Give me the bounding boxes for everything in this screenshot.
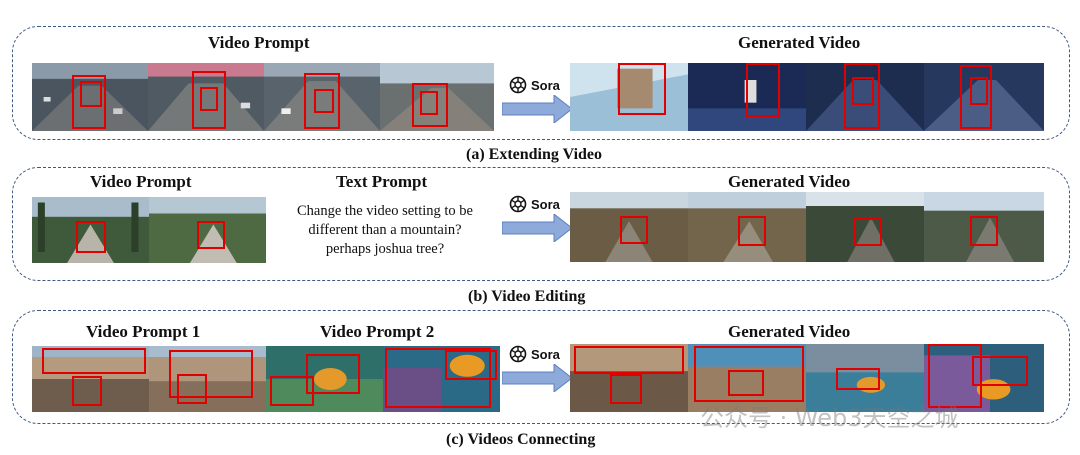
frame-coral-2 — [383, 346, 500, 412]
frame-gen-a1 — [570, 63, 688, 131]
frame-gen-b2 — [688, 192, 806, 262]
bounding-box — [844, 63, 880, 129]
bounding-box — [306, 354, 360, 394]
text-prompt-line: different than a mountain? — [308, 222, 462, 238]
bounding-box — [728, 370, 764, 396]
text-prompt-line: Change the video setting to be — [297, 203, 473, 219]
bounding-box — [72, 376, 102, 406]
bounding-box — [72, 75, 106, 129]
sora-label: Sora — [531, 77, 560, 93]
caption-a: (a) Extending Video — [466, 146, 603, 163]
frame-city-3 — [264, 63, 380, 131]
bounding-box — [746, 63, 780, 117]
frame-mountain-2 — [149, 197, 266, 263]
bounding-box — [610, 374, 642, 404]
bounding-box — [412, 83, 448, 127]
arrow-c — [502, 364, 572, 392]
bounding-box — [42, 348, 146, 374]
panel-c-generated-title: Generated Video — [728, 322, 851, 341]
openai-icon — [509, 76, 527, 94]
bounding-box — [76, 221, 106, 253]
panel-videos-connecting — [12, 310, 1070, 424]
frame-colosseum-2 — [149, 346, 266, 412]
bounding-box — [169, 350, 253, 398]
bounding-box — [270, 376, 314, 406]
text-prompt: Change the video setting to be different… — [278, 202, 492, 259]
panel-b-generated-strip — [570, 192, 1044, 262]
bounding-box — [620, 216, 648, 244]
panel-c-video-prompt1-title: Video Prompt 1 — [86, 322, 201, 341]
panel-b-text-prompt-title: Text Prompt — [336, 172, 428, 191]
frame-gen-c4 — [924, 344, 1044, 412]
bounding-box — [197, 221, 225, 249]
sora-label: Sora — [531, 346, 560, 362]
frame-gen-b1 — [570, 192, 688, 262]
bounding-box — [177, 374, 207, 404]
panel-b-video-prompt-title: Video Prompt — [90, 172, 192, 191]
panel-c-generated-strip — [570, 344, 1044, 412]
frame-mountain-1 — [32, 197, 149, 263]
bounding-box — [972, 356, 1028, 386]
bounding-box — [574, 346, 684, 374]
bounding-box — [420, 91, 438, 115]
frame-gen-a2 — [688, 63, 806, 131]
frame-city-2 — [148, 63, 264, 131]
panel-b-generated-title: Generated Video — [728, 172, 851, 191]
openai-icon — [509, 345, 527, 363]
panel-a-generated-title: Generated Video — [738, 33, 861, 52]
panel-b-prompt-strip — [32, 197, 266, 263]
sora-logo-a: Sora — [508, 75, 560, 95]
sora-label: Sora — [531, 196, 560, 212]
bounding-box — [970, 77, 988, 105]
frame-colosseum-1 — [32, 346, 149, 412]
bounding-box — [836, 368, 880, 390]
bounding-box — [618, 63, 666, 115]
panel-extending-video — [12, 26, 1070, 140]
sora-logo-b: Sora — [508, 194, 560, 214]
text-prompt-line: perhaps joshua tree? — [325, 241, 445, 257]
watermark: 公众号 · Web3天空之城 — [700, 404, 959, 432]
bounding-box — [200, 87, 218, 111]
bounding-box — [304, 73, 340, 129]
sora-logo-c: Sora — [508, 344, 560, 364]
bounding-box — [854, 218, 882, 246]
bounding-box — [314, 89, 334, 113]
bounding-box — [192, 71, 226, 129]
frame-city-1 — [32, 63, 148, 131]
bounding-box — [928, 344, 982, 408]
frame-coral-1 — [266, 346, 383, 412]
panel-a-video-prompt-title: Video Prompt — [208, 33, 310, 52]
bounding-box — [445, 350, 497, 380]
frame-gen-a4 — [924, 63, 1044, 131]
caption-c: (c) Videos Connecting — [446, 431, 596, 448]
frame-gen-c3 — [806, 344, 924, 412]
openai-icon — [509, 195, 527, 213]
frame-gen-b3 — [806, 192, 924, 262]
bounding-box — [852, 77, 874, 105]
bounding-box — [738, 216, 766, 246]
panel-a-prompt-strip — [32, 63, 494, 131]
frame-gen-c2 — [688, 344, 806, 412]
panel-c-video-prompt2-title: Video Prompt 2 — [320, 322, 435, 341]
panel-video-editing — [12, 167, 1070, 281]
frame-gen-c1 — [570, 344, 688, 412]
frame-city-4 — [380, 63, 494, 131]
bounding-box — [694, 346, 804, 402]
bounding-box — [960, 65, 992, 129]
caption-b: (b) Video Editing — [468, 288, 586, 305]
frame-gen-a3 — [806, 63, 924, 131]
frame-gen-b4 — [924, 192, 1044, 262]
bounding-box — [80, 81, 102, 107]
arrow-b — [502, 214, 572, 242]
bounding-box — [970, 216, 998, 246]
arrow-a — [502, 95, 572, 123]
panel-a-generated-strip — [570, 63, 1044, 131]
panel-c-prompt-strip — [32, 346, 500, 412]
